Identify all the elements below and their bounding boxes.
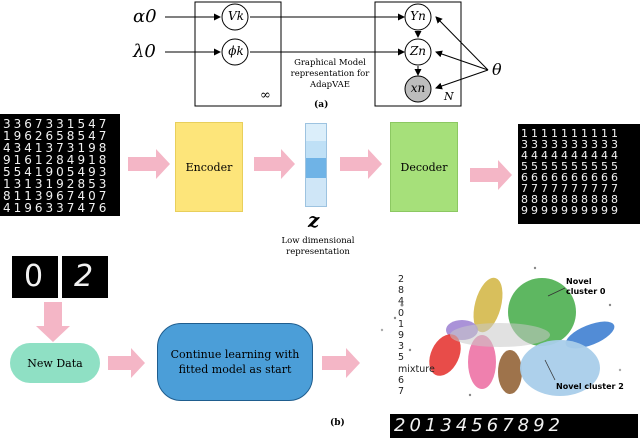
xn-label: xn	[410, 81, 426, 95]
cluster-plot	[380, 266, 622, 397]
decoder-block: Decoder	[390, 122, 458, 212]
arrow-decoder-to-output	[470, 160, 512, 190]
alpha0-label: α0	[133, 6, 157, 27]
phik-label: ϕk	[228, 44, 244, 58]
node-xn	[404, 75, 432, 103]
input-digit-0: 0	[12, 256, 58, 298]
output-digit-grid: 1111111111 3333333333 4444444444 5555555…	[518, 124, 640, 224]
latent-caption: Low dimensional representation	[281, 236, 355, 257]
input-digit-2: 2	[62, 256, 108, 298]
lambda0-label: λ0	[133, 41, 156, 62]
arrow-encoder-to-latent	[254, 149, 295, 179]
vk-label: Vk	[228, 9, 244, 23]
new-data-block: New Data	[10, 343, 100, 383]
novel-cluster-2-label: Novel cluster 2	[556, 382, 624, 391]
plate-k	[194, 1, 282, 107]
node-phik	[221, 38, 249, 66]
bottom-digit-strip: 20134567892	[390, 414, 638, 438]
plate-k-label: ∞	[260, 88, 271, 103]
plate-n-label: N	[444, 90, 454, 103]
arrow-newdata-to-continue	[108, 348, 145, 378]
theta-label: θ	[492, 60, 502, 79]
node-zn	[404, 38, 432, 66]
yn-label: Yn	[410, 9, 426, 23]
latent-vector	[305, 123, 327, 207]
plate-n	[374, 1, 462, 107]
continue-learning-block: Continue learning with fitted model as s…	[157, 323, 313, 401]
arrow-input-to-encoder	[128, 149, 170, 179]
zn-label: Zn	[409, 44, 427, 58]
arrow-digits-to-newdata	[36, 302, 70, 342]
novel-cluster-0-label: Novel cluster 0	[566, 277, 606, 296]
arrow-continue-to-clusters	[322, 348, 360, 378]
panel-a-label: (a)	[314, 100, 329, 110]
node-vk	[221, 3, 249, 31]
arrow-latent-to-decoder	[340, 149, 382, 179]
node-yn	[404, 3, 432, 31]
latent-symbol: z	[308, 208, 320, 232]
input-digit-grid: 3367331547 1962658547 4341373198 9161284…	[0, 114, 120, 216]
encoder-block: Encoder	[175, 122, 243, 212]
graphical-model-caption: Graphical Model representation for AdapV…	[290, 58, 370, 90]
cluster-legend: 2 8 4 0 1 9 3 5 mixture 6 7	[398, 274, 435, 398]
panel-b-label: (b)	[330, 418, 345, 428]
